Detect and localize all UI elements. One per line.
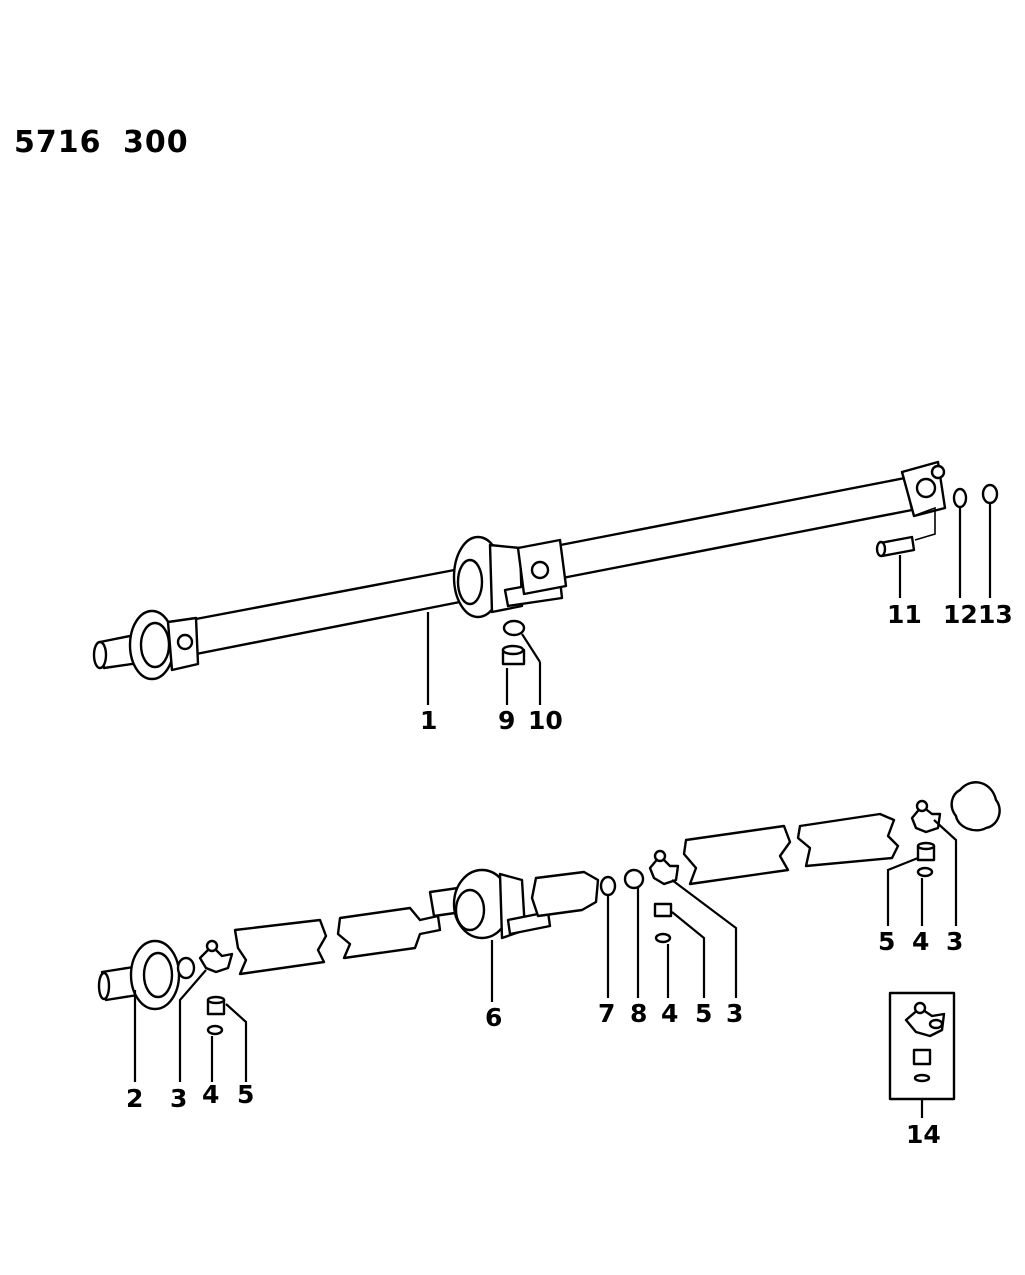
center-joint-cap [530,560,550,580]
callout-4-front: 4 [202,1080,219,1109]
rear-tube-section-b [796,812,900,868]
stub-shaft-end [92,640,108,670]
rear-joint-cap [915,477,937,499]
callout-3-rear: 3 [946,927,963,956]
kit-spider-cap-side [928,1018,944,1030]
front-tube [178,566,472,658]
exploded-stub-end [97,971,111,1001]
exploded-locknut [623,868,645,890]
upper-callouts: 1 9 10 11 12 13 [420,600,1013,735]
front-joint-cap [176,633,194,651]
callout-9: 9 [498,706,515,735]
slip-yoke [530,870,600,918]
diagram-code: 5716 300 [14,125,189,160]
callout-7: 7 [598,999,615,1028]
kit-needle-bearing [912,1048,932,1066]
rear-snap-ring [916,866,934,878]
diagram-code-number: 5716 [14,125,102,160]
front-snap-ring [206,1024,224,1036]
callout-11: 11 [887,600,922,629]
front-tube-section-b [336,906,442,960]
callout-10: 10 [528,706,563,735]
callout-13: 13 [978,600,1013,629]
exploded-flange-ear [176,956,196,980]
propeller-shaft-assembly [92,460,999,681]
callout-14: 14 [906,1120,941,1149]
rear-needle-bearing-top [916,841,936,851]
mount-nut-top [501,644,525,656]
callout-12: 12 [943,600,978,629]
kit-spider-cap [913,1001,927,1015]
center-snap-ring [654,932,672,944]
center-spider-cap [653,849,667,863]
callout-2: 2 [126,1084,143,1113]
center-bearing-ring [456,558,484,606]
rear-joint-cap-top [930,464,946,480]
diagram-section-number: 300 [122,125,189,160]
rear-spider-cap [915,799,929,813]
front-tube-section-a [233,918,328,976]
callout-4-center: 4 [661,999,678,1028]
rear-tube [543,476,914,582]
front-needle-bearing-top [206,995,226,1005]
flange-nut [981,483,999,505]
rear-companion-flange [950,781,1001,832]
lower-leader-lines [133,819,958,1082]
rear-tube-section-a [682,824,792,886]
exploded-washer [599,875,617,897]
kit-snap-ring [913,1073,931,1083]
callout-6: 6 [485,1003,502,1032]
lock-washer [952,487,968,509]
front-spider-cap [205,939,219,953]
callout-8: 8 [630,999,647,1028]
upper-leader-lines [426,504,992,705]
exploded-shaft-assembly [97,781,1001,1036]
center-needle-bearing [653,902,673,918]
callout-5-rear: 5 [878,927,895,956]
callout-3-front: 3 [170,1084,187,1113]
callout-1: 1 [420,706,437,735]
flange-bolt-guide [914,506,936,541]
exploded-front-flange-hub [142,951,174,999]
callout-4-rear: 4 [912,927,929,956]
universal-joint-kit: 14 [888,991,956,1149]
callout-5-front: 5 [237,1080,254,1109]
front-flange-hub [139,621,171,669]
mount-washer [502,619,526,637]
exploded-bracket-right [506,910,552,936]
callout-5-center: 5 [695,999,712,1028]
exploded-center-bearing-ring [454,888,486,932]
flange-bolt-head [875,540,887,558]
lower-callouts: 2 3 4 5 6 7 8 4 5 3 5 4 3 [126,927,963,1113]
callout-3-center: 3 [726,999,743,1028]
